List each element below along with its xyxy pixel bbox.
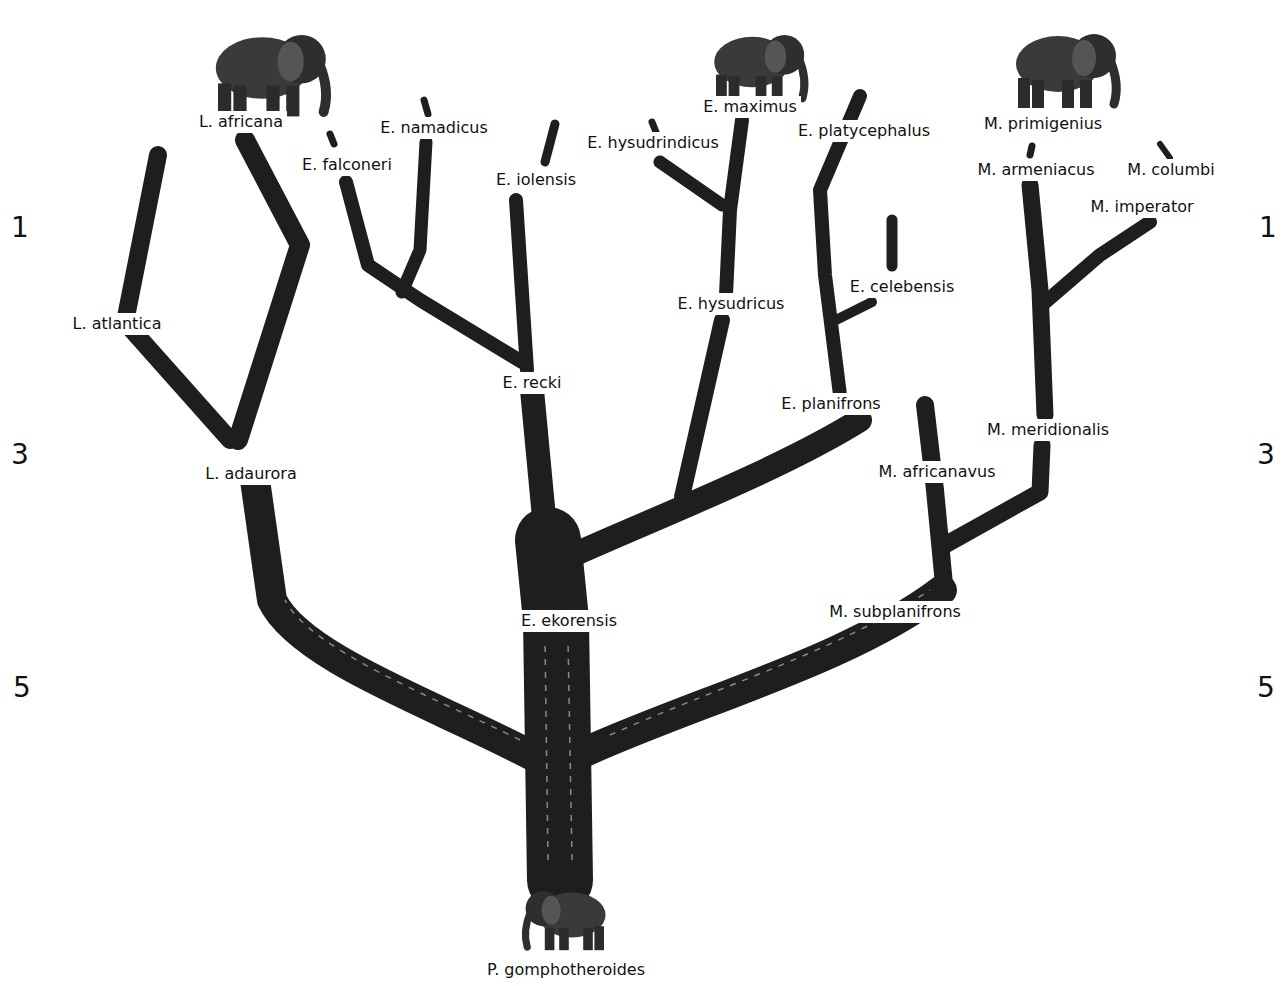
species-label: E. platycephalus	[794, 120, 934, 141]
time-axis-number: 5	[13, 671, 31, 705]
species-label: E. falconeri	[298, 154, 396, 175]
species-label: M. meridionalis	[983, 419, 1113, 440]
species-label: E. hysudricus	[674, 293, 789, 314]
species-label: E. ekorensis	[517, 610, 621, 631]
species-label: M. imperator	[1086, 196, 1197, 217]
time-axis-number: 3	[11, 438, 29, 472]
species-label: E. celebensis	[846, 276, 958, 297]
species-label: E. planifrons	[777, 393, 884, 414]
species-label: L. africana	[195, 111, 287, 132]
time-axis-number: 5	[1257, 671, 1275, 705]
species-label: E. namadicus	[376, 117, 492, 138]
species-label: M. columbi	[1123, 159, 1218, 180]
species-label: M. africanavus	[875, 461, 1000, 482]
species-label: E. recki	[499, 372, 566, 393]
species-label: L. adaurora	[201, 463, 300, 484]
species-label: P. gomphotheroides	[483, 959, 649, 980]
species-label: M. primigenius	[980, 113, 1106, 134]
species-label: E. maximus	[699, 96, 801, 117]
time-axis-number: 1	[11, 211, 29, 245]
species-label: E. iolensis	[492, 169, 580, 190]
time-axis-number: 1	[1259, 211, 1277, 245]
species-label: E. hysudrindicus	[583, 132, 723, 153]
species-label: M. armeniacus	[973, 159, 1098, 180]
time-axis-number: 3	[1257, 438, 1275, 472]
species-label: L. atlantica	[69, 313, 166, 334]
species-label: M. subplanifrons	[825, 601, 965, 622]
